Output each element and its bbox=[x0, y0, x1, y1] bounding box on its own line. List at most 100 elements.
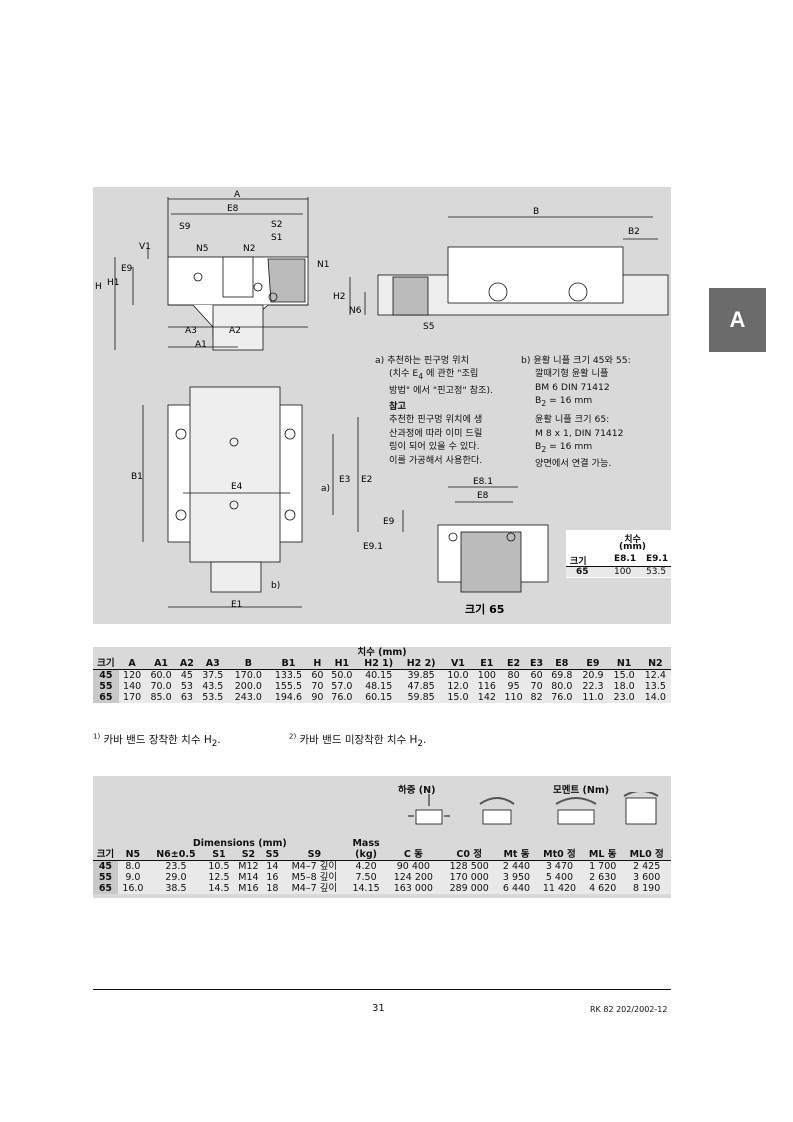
table-cell: 70.0 bbox=[145, 681, 177, 692]
table-cell: 7.50 bbox=[346, 872, 386, 883]
table-cell: 11.0 bbox=[577, 692, 609, 703]
table-cell: 65 bbox=[93, 692, 119, 703]
page-number: 31 bbox=[372, 1003, 385, 1014]
col-header: Mt0 정 bbox=[543, 849, 576, 860]
col-header: H2 2) bbox=[406, 658, 436, 669]
size65-view bbox=[402, 486, 549, 593]
section-tab: A bbox=[709, 288, 766, 352]
col-header: (kg) bbox=[355, 849, 377, 860]
technical-drawing: A E8 S9 S2 S1 N5 N2 V1 E9 H H1 N1 A3 A2 … bbox=[95, 190, 669, 616]
table-cell: 59.85 bbox=[399, 692, 443, 703]
table-cell: 3 950 bbox=[497, 872, 536, 883]
table-cell: 95 bbox=[500, 681, 527, 692]
label-B2: B2 bbox=[628, 227, 640, 237]
dimension-table-title: 치수 (mm) bbox=[357, 647, 407, 658]
note-ref-line2: 산과정에 따라 이미 드릴 bbox=[389, 427, 483, 439]
col-header: S2 bbox=[241, 849, 256, 860]
table-cell: 53 bbox=[176, 681, 198, 692]
table-cell: 142 bbox=[473, 692, 501, 703]
note-b-line2: 깔때기형 윤활 니플 bbox=[535, 368, 609, 380]
table-cell: 45 bbox=[93, 669, 119, 681]
col-header: N5 bbox=[125, 849, 141, 860]
footnote-1: 1) 카바 밴드 장착한 치수 H2. bbox=[93, 732, 221, 750]
mass-title: Mass bbox=[352, 838, 380, 849]
table-cell: 133.5 bbox=[268, 669, 309, 681]
table-cell: 15.0 bbox=[442, 692, 474, 703]
table-cell: 16.0 bbox=[117, 883, 148, 894]
table-cell: 1 700 bbox=[583, 860, 623, 872]
table-cell: 47.85 bbox=[399, 681, 443, 692]
table-cell: M16 bbox=[233, 883, 263, 894]
table-cell: 29.0 bbox=[147, 872, 204, 883]
col-header: B1 bbox=[281, 658, 296, 669]
col-header: E3 bbox=[530, 658, 544, 669]
moment-title: 모멘트 (Nm) bbox=[553, 785, 610, 796]
document-ref: RK 82 202/2002-12 bbox=[590, 1005, 668, 1014]
label-S9: S9 bbox=[179, 222, 191, 232]
table-cell: 45 bbox=[176, 669, 198, 681]
table-cell: 10.5 bbox=[203, 860, 234, 872]
col-header: A bbox=[128, 658, 136, 669]
table-cell: 69.8 bbox=[546, 669, 578, 681]
col-header: N6±0.5 bbox=[156, 849, 196, 860]
col-header: C0 정 bbox=[456, 849, 483, 860]
front-view bbox=[114, 197, 309, 351]
label-N2: N2 bbox=[243, 244, 255, 254]
table-cell: 55 bbox=[93, 681, 119, 692]
load-icon bbox=[415, 809, 443, 825]
table-cell: 50.0 bbox=[326, 669, 358, 681]
table-cell: 13.5 bbox=[639, 681, 671, 692]
label-S2: S2 bbox=[271, 220, 282, 230]
table-cell: 80.0 bbox=[546, 681, 578, 692]
note-b: b) 윤활 니플 크기 45와 55: 깔때기형 윤활 니플 BM 6 DIN … bbox=[521, 354, 669, 470]
label-N6: N6 bbox=[349, 306, 362, 316]
table-cell: 100 bbox=[473, 669, 501, 681]
col-header: E8 bbox=[555, 658, 569, 669]
table-cell: 18 bbox=[262, 883, 282, 894]
size65-table: 치수 (mm) 크기 E8.1 E9.1 65 100 53.5 bbox=[566, 530, 671, 578]
size65-table-unit: (mm) bbox=[619, 542, 646, 552]
table-cell: 23.0 bbox=[608, 692, 640, 703]
table-cell: 90 bbox=[308, 692, 327, 703]
table-cell: 70 bbox=[526, 681, 547, 692]
col-header: S9 bbox=[307, 849, 322, 860]
table-cell: 22.3 bbox=[577, 681, 609, 692]
label-a: a) bbox=[321, 484, 330, 494]
note-b-line8: 양면에서 연결 가능. bbox=[535, 457, 612, 469]
table-cell: 3 600 bbox=[622, 872, 671, 883]
table-cell: M14 bbox=[233, 872, 263, 883]
table-cell: 163 000 bbox=[385, 883, 442, 894]
table-cell: 82 bbox=[526, 692, 547, 703]
table-cell: 110 bbox=[500, 692, 527, 703]
col-header: V1 bbox=[450, 658, 465, 669]
note-ref-line1: 추천한 핀구멍 위치에 생 bbox=[389, 414, 483, 426]
table-cell: 8 190 bbox=[622, 883, 671, 894]
table-cell: 15.0 bbox=[608, 669, 640, 681]
note-ref-title: 참고 bbox=[389, 401, 406, 413]
table-cell: 23.5 bbox=[147, 860, 204, 872]
note-b-line7: B2 = 16 mm bbox=[535, 441, 593, 455]
moment-mt-icon bbox=[482, 809, 512, 825]
table-cell: 124 200 bbox=[385, 872, 442, 883]
table-cell: 60.15 bbox=[357, 692, 400, 703]
table-cell: 53.5 bbox=[197, 692, 229, 703]
col-header: B bbox=[244, 658, 252, 669]
label-S1: S1 bbox=[271, 233, 282, 243]
table-cell: M5–8 깊이 bbox=[281, 872, 347, 883]
col-header: N2 bbox=[648, 658, 663, 669]
table-cell: 9.0 bbox=[117, 872, 148, 883]
moment-ml0-icon bbox=[625, 797, 657, 825]
note-a-line2: (치수 E4 에 관한 "조립 bbox=[389, 368, 479, 382]
col-header: A2 bbox=[179, 658, 194, 669]
table-cell: 194.6 bbox=[268, 692, 309, 703]
table-cell: 20.9 bbox=[577, 669, 609, 681]
table-cell: 65 bbox=[93, 883, 118, 894]
table-cell: 76.0 bbox=[326, 692, 358, 703]
col-header: H2 1) bbox=[364, 658, 394, 669]
note-ref-line3: 링이 되어 있을 수 있다. bbox=[389, 441, 480, 453]
table-cell: 12.5 bbox=[203, 872, 234, 883]
size65-caption: 크기 65 bbox=[465, 602, 504, 616]
